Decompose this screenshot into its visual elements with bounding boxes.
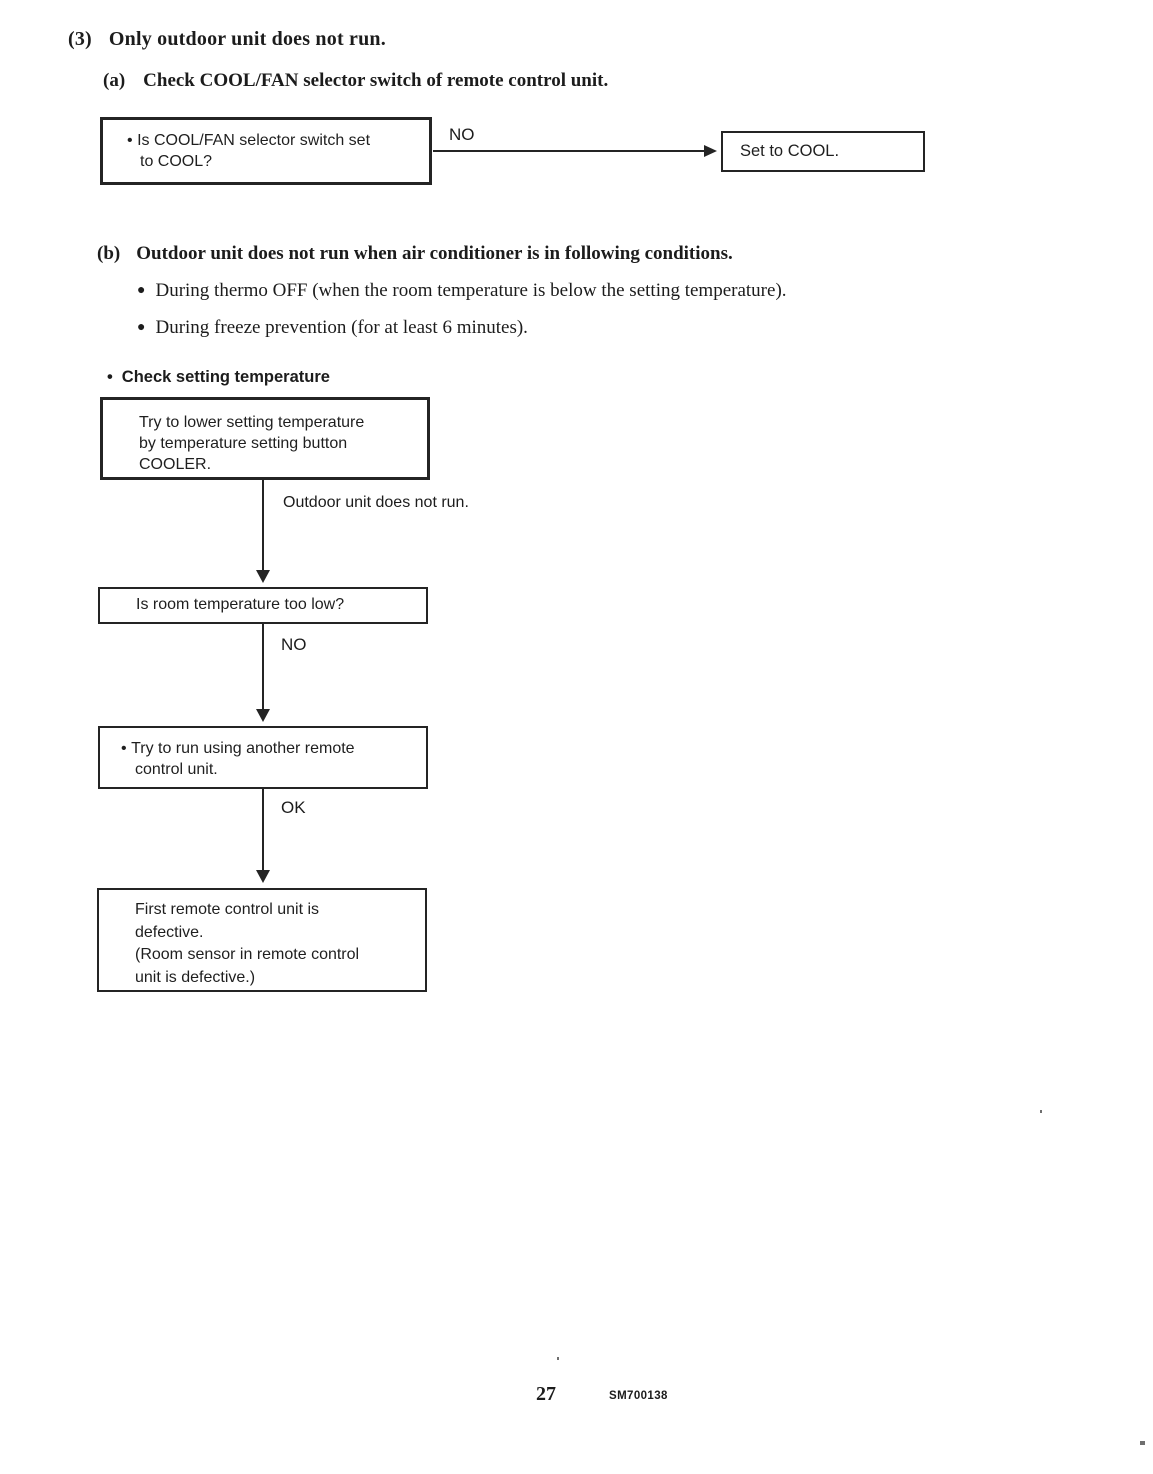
question-line1: Is COOL/FAN selector switch set [137, 132, 371, 149]
flowchart-a-result-box: Set to COOL. [721, 131, 925, 172]
box4-line1: First remote control unit is [135, 901, 320, 918]
flowchart-b-arrow1-head [256, 570, 270, 583]
branch-label-no: NO [281, 635, 307, 654]
bullet-icon: ● [137, 320, 146, 335]
section-label: (3) [68, 28, 92, 50]
flowchart-b-box1: Try to lower setting temperature by temp… [100, 397, 430, 480]
sub-b-heading: (b) Outdoor unit does not run when air co… [97, 243, 733, 265]
box3-line2: control unit. [135, 761, 218, 778]
section-title: Only outdoor unit does not run. [108, 28, 386, 50]
flowchart-a-arrow-head [704, 145, 717, 157]
flowchart-b-arrow3-line [262, 789, 264, 871]
flowchart-b-arrow3-head [256, 870, 270, 883]
section-heading: (3) Only outdoor unit does not run. [68, 28, 386, 51]
scan-speck [557, 1357, 559, 1360]
question-line2: to COOL? [140, 153, 213, 170]
heading-bullet: • [107, 368, 113, 386]
sub-a-title: Check COOL/FAN selector switch of remote… [143, 70, 609, 91]
flowchart-a-no-label: NO [449, 125, 475, 144]
check-setting-heading: • Check setting temperature [107, 368, 330, 387]
box2-text: Is room temperature too low? [136, 596, 345, 613]
sub-b-label: (b) [97, 243, 121, 264]
box3-line1: Try to run using another remote [131, 740, 355, 757]
branch-label-outdoor-not-run: Outdoor unit does not run. [283, 494, 469, 511]
flowchart-b-arrow1-line [262, 480, 264, 571]
flowchart-b-box2: Is room temperature too low? [98, 587, 428, 624]
doc-code: SM700138 [609, 1390, 668, 1402]
box1-line1: Try to lower setting temperature [139, 414, 365, 431]
bullet-item-thermo-off: ● During thermo OFF (when the room temper… [137, 280, 787, 302]
box1-line3: COOLER. [139, 456, 212, 473]
box-bullet: • [121, 740, 127, 757]
box3-line1-row: • Try to run using another remote [121, 738, 426, 759]
check-setting-text: Check setting temperature [121, 368, 330, 386]
bullet-text: During thermo OFF (when the room tempera… [155, 280, 787, 301]
bullet-text: During freeze prevention (for at least 6… [155, 317, 528, 338]
page-number: 27 [536, 1383, 556, 1405]
box1-line2: by temperature setting button [139, 435, 348, 452]
result-text: Set to COOL. [740, 142, 840, 160]
bullet-icon: ● [137, 283, 146, 298]
branch-label-ok: OK [281, 798, 306, 817]
sub-b-title: Outdoor unit does not run when air condi… [136, 243, 733, 264]
sub-a-label: (a) [103, 70, 126, 91]
flowchart-a-question-box: • Is COOL/FAN selector switch set to COO… [100, 117, 432, 185]
box4-line2: defective. [135, 923, 204, 941]
question-line1-row: • Is COOL/FAN selector switch set [127, 130, 429, 151]
box-bullet: • [127, 132, 133, 149]
scan-speck [1140, 1441, 1145, 1445]
flowchart-b-box4: First remote control unit is defective. … [97, 888, 427, 992]
flowchart-b-arrow2-head [256, 709, 270, 722]
flowchart-b-box3: • Try to run using another remote contro… [98, 726, 428, 789]
box4-line3: (Room sensor in remote control [135, 946, 360, 963]
box4-line4: unit is defective.) [135, 968, 256, 986]
flowchart-a-arrow-line [433, 150, 705, 152]
bullet-item-freeze-prevention: ● During freeze prevention (for at least … [137, 317, 528, 339]
scan-speck [1040, 1110, 1042, 1113]
flowchart-b-arrow2-line [262, 624, 264, 710]
sub-a-heading: (a) Check COOL/FAN selector switch of rem… [103, 70, 608, 92]
